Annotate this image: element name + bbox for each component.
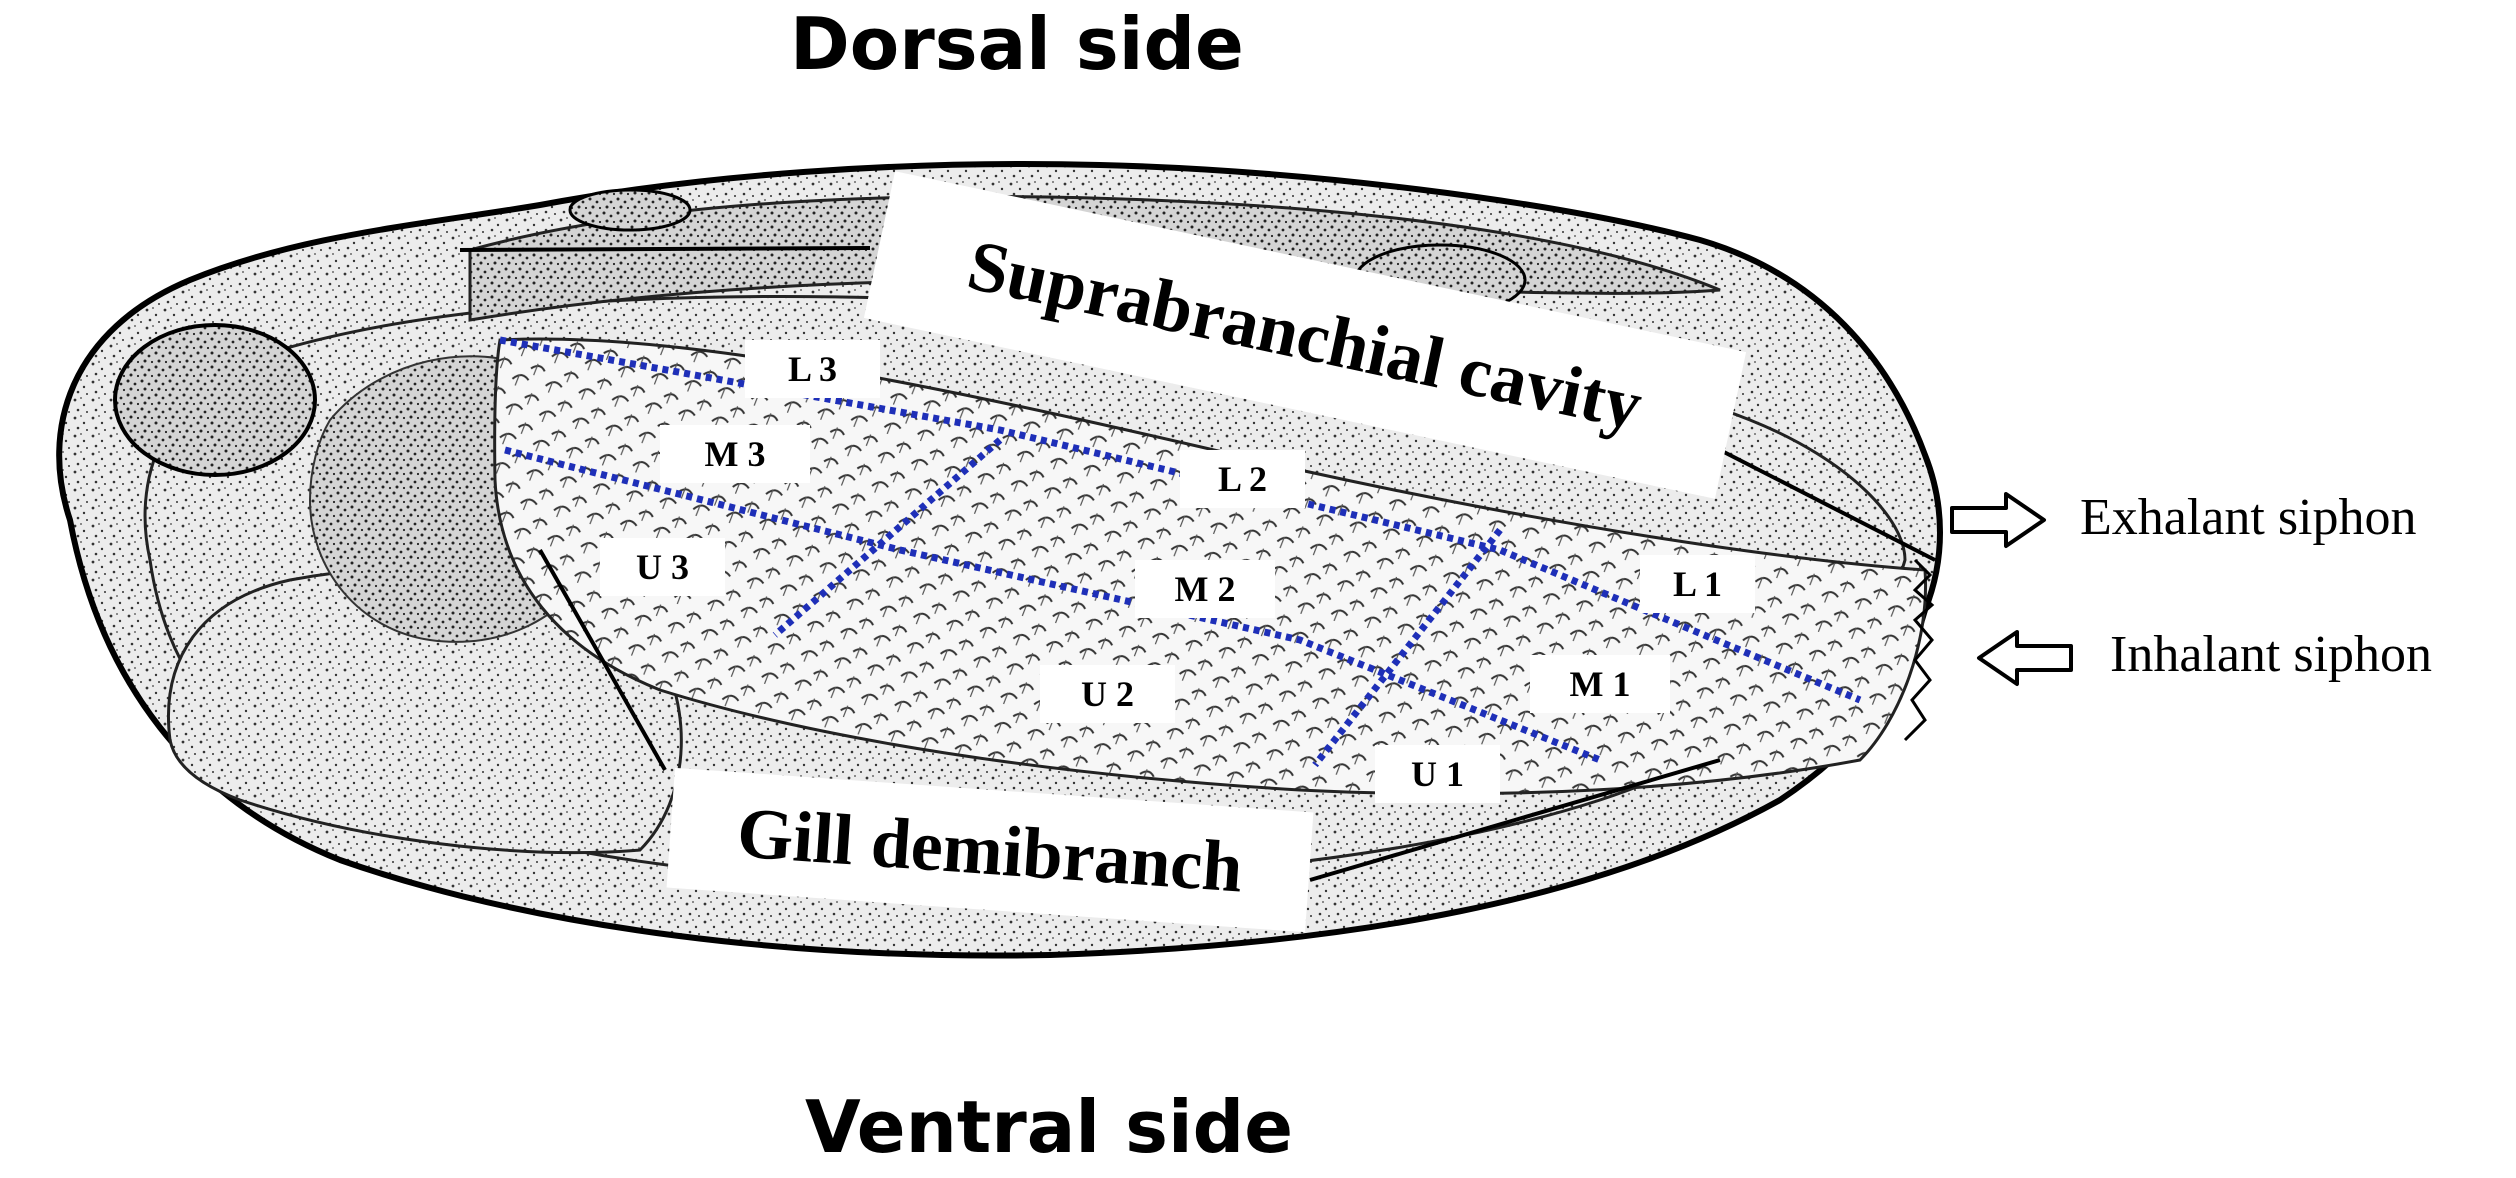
zone-label-u1: U 1 xyxy=(1375,745,1500,803)
anterior-retractor-scar xyxy=(568,188,692,232)
inhalant-siphon-label: Inhalant siphon xyxy=(2110,626,2433,683)
zone-label-l3: L 3 xyxy=(745,340,880,398)
siphon-fringe xyxy=(1903,558,1935,742)
zone-label-m2: M 2 xyxy=(1135,560,1275,618)
inhalant-arrow-icon xyxy=(1977,630,2073,686)
gill-leader-1 xyxy=(538,549,667,771)
zone-label-m1: M 1 xyxy=(1530,655,1670,713)
anterior-adductor-scar xyxy=(113,323,317,477)
gill-grid-anterior-divider xyxy=(772,437,1003,638)
suprabranchial-leader-2 xyxy=(1719,448,1936,562)
exhalant-arrow-icon xyxy=(1950,492,2046,548)
gill-leader-2 xyxy=(1309,758,1721,882)
exhalant-siphon-label: Exhalant siphon xyxy=(2080,489,2417,546)
zone-label-u3: U 3 xyxy=(600,538,725,596)
dorsal-side-label: Dorsal side xyxy=(790,2,1244,86)
gill-grid-lower-line xyxy=(504,446,1602,764)
gill-grid-posterior-divider xyxy=(1312,527,1503,768)
suprabranchial-leader-1 xyxy=(459,246,871,252)
zone-label-m3: M 3 xyxy=(660,425,810,483)
zone-label-u2: U 2 xyxy=(1040,665,1175,723)
zone-label-l1: L 1 xyxy=(1640,555,1755,613)
zone-label-l2: L 2 xyxy=(1180,450,1305,508)
foot xyxy=(167,566,683,855)
ventral-side-label: Ventral side xyxy=(805,1085,1294,1169)
